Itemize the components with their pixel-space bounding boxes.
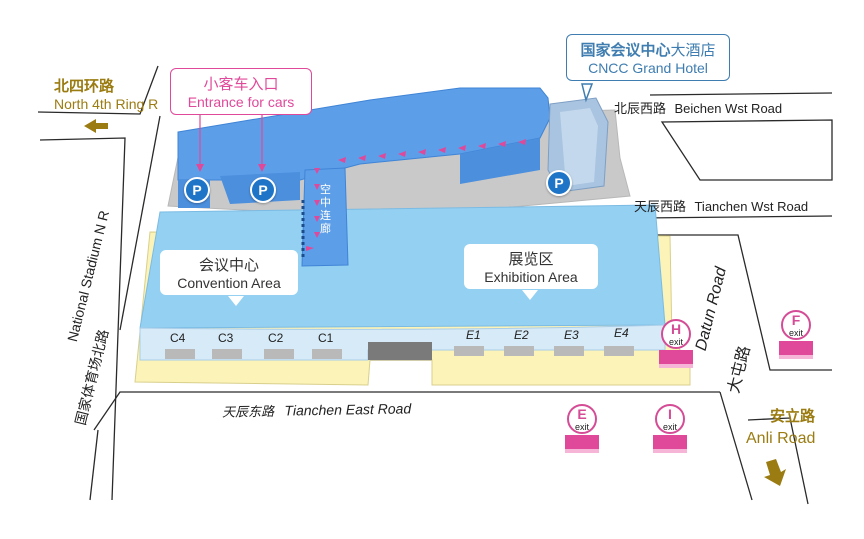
exit-e-marker: [565, 435, 599, 453]
exit-h-letter: H: [670, 321, 682, 337]
gate-c4[interactable]: C4: [170, 331, 186, 345]
gate-c3[interactable]: C3: [218, 331, 234, 345]
car-route: [306, 139, 526, 251]
skywalk-label: 空中连廊: [320, 184, 331, 235]
beichen-west-cn: 北辰西路: [614, 101, 667, 116]
exit-e[interactable]: E exit: [564, 404, 600, 453]
exit-h-word: exit: [668, 337, 683, 347]
exit-h-circle: H exit: [661, 319, 691, 349]
gate-boxes: [165, 346, 634, 359]
parking-icon-3[interactable]: P: [546, 170, 572, 196]
exit-f-letter: F: [791, 312, 801, 328]
upper-building-right: [460, 138, 540, 184]
exit-e-letter: E: [577, 406, 587, 422]
hotel-callout-cn: 国家会议中心大酒店: [576, 39, 720, 60]
gate-e1[interactable]: E1: [466, 328, 481, 342]
road-label-tianchen-west: 天辰西路 Tianchen Wst Road: [634, 198, 808, 216]
exit-e-word: exit: [574, 422, 589, 432]
convention-callout: 会议中心 Convention Area: [160, 250, 298, 295]
exit-f-word: exit: [788, 328, 803, 338]
car-entrance-callout: 小客车入口 Entrance for cars: [170, 68, 312, 115]
hotel-callout-tail: [581, 83, 594, 103]
exhibition-callout-tail: [522, 290, 538, 300]
exit-f[interactable]: F exit: [778, 310, 814, 359]
convention-cn: 会议中心: [198, 257, 259, 274]
hotel-callout: 国家会议中心大酒店 CNCC Grand Hotel: [566, 34, 730, 81]
gate-e3[interactable]: E3: [564, 328, 579, 342]
skywalk: [301, 167, 349, 267]
road-label-anli-cn: 安立路: [770, 408, 816, 425]
tianchen-west-cn: 天辰西路: [634, 199, 687, 214]
exit-i-marker: [653, 435, 687, 453]
beichen-west-en: Beichen Wst Road: [674, 101, 783, 116]
hotel-callout-en: CNCC Grand Hotel: [588, 60, 708, 76]
exhibition-en: Exhibition Area: [484, 269, 578, 285]
exit-i[interactable]: I exit: [652, 404, 688, 453]
gate-e4[interactable]: E4: [614, 326, 629, 340]
gate-c1[interactable]: C1: [318, 331, 334, 345]
exit-i-circle: I exit: [655, 404, 685, 434]
parking-icon-1[interactable]: P: [184, 177, 210, 203]
parking-icon-2[interactable]: P: [250, 177, 276, 203]
exhibition-cn: 展览区: [508, 251, 554, 268]
hotel-tower-face: [560, 108, 598, 186]
main-entrance: [368, 342, 432, 360]
tianchen-east-cn: 天辰东路: [221, 403, 275, 420]
convention-callout-tail: [228, 296, 244, 306]
arrow-north-4th-ring: [84, 119, 108, 133]
tianchen-west-en: Tianchen Wst Road: [694, 199, 809, 214]
convention-en: Convention Area: [177, 275, 281, 291]
exhibition-callout: 展览区 Exhibition Area: [464, 244, 598, 289]
exit-i-letter: I: [668, 406, 672, 422]
exit-i-word: exit: [662, 422, 677, 432]
exit-f-marker: [779, 341, 813, 359]
car-entrance-en: Entrance for cars: [187, 94, 295, 110]
hotel-name-bold: 国家会议中心: [580, 42, 671, 59]
road-label-tianchen-east: 天辰东路 Tianchen East Road: [222, 400, 411, 422]
road-label-north-4th-cn: 北四环路: [54, 78, 115, 95]
gate-e2[interactable]: E2: [514, 328, 529, 342]
exit-e-circle: E exit: [567, 404, 597, 434]
arrow-anli-road: [764, 459, 786, 486]
exit-f-circle: F exit: [781, 310, 811, 340]
exit-h[interactable]: H exit: [658, 319, 694, 368]
tianchen-east-en: Tianchen East Road: [284, 400, 412, 419]
exit-h-marker: [659, 350, 693, 368]
road-label-anli-en: Anli Road: [746, 430, 816, 447]
callout-pointers: [199, 114, 263, 166]
gate-c2[interactable]: C2: [268, 331, 284, 345]
hotel-name-rest: 大酒店: [670, 42, 716, 59]
car-entrance-cn: 小客车入口: [203, 76, 279, 93]
road-label-north-4th-en: North 4th Ring R: [54, 96, 159, 112]
road-label-beichen-west: 北辰西路 Beichen Wst Road: [614, 100, 782, 118]
